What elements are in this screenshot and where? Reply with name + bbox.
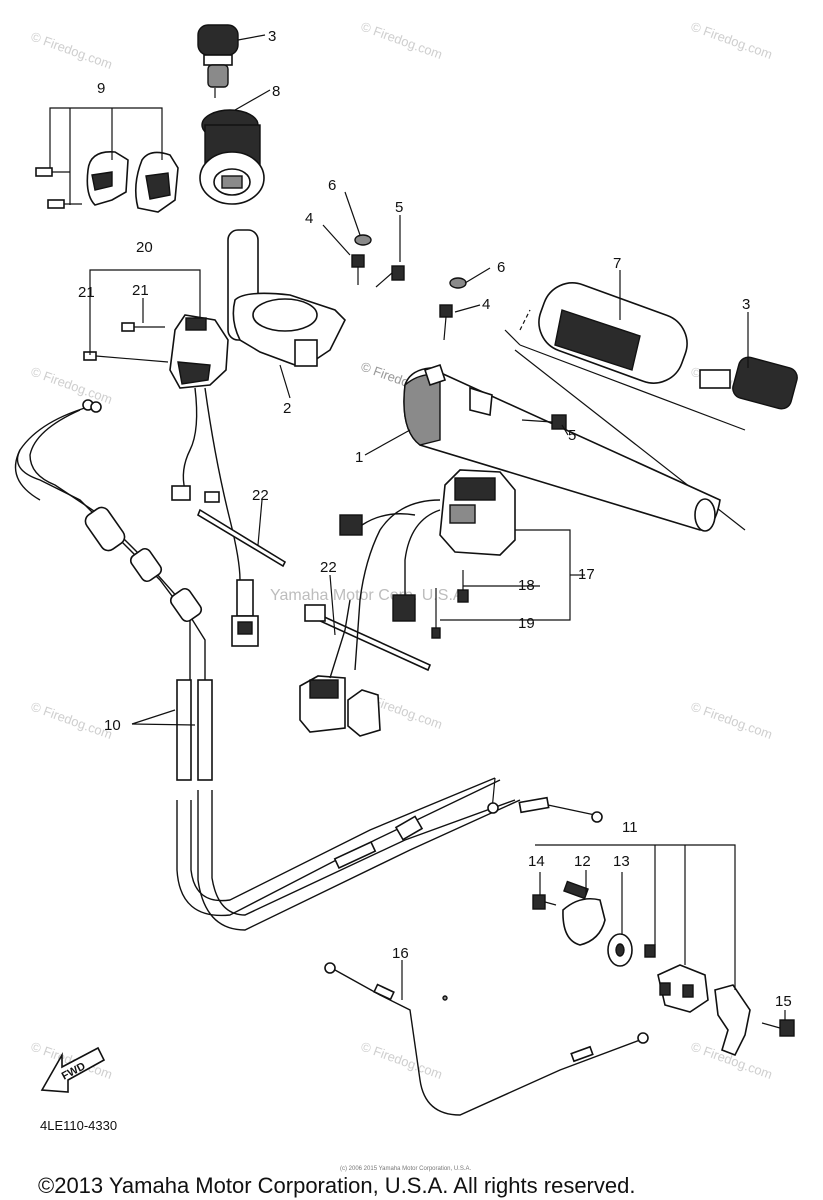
- callout-3: 3: [742, 296, 750, 313]
- callout-11: 11: [622, 819, 638, 836]
- part-code: 4LE110-4330: [40, 1118, 117, 1133]
- callout-17: 17: [578, 566, 595, 583]
- callout-4: 4: [305, 210, 313, 227]
- callout-13: 13: [613, 853, 630, 870]
- part-right-switch: [339, 469, 516, 671]
- part-cable-tie-right: [304, 604, 432, 672]
- copyright: ©2013 Yamaha Motor Corporation, U.S.A. A…: [38, 1173, 635, 1198]
- callout-4: 4: [482, 296, 490, 313]
- part-switch-housing-9: [35, 151, 179, 213]
- watermark: © Firedog.com: [359, 1039, 444, 1082]
- callout-22: 22: [252, 487, 269, 504]
- part-throttle-body-assy: [532, 880, 795, 1057]
- callout-10: 10: [104, 717, 121, 734]
- callout-19: 19: [518, 615, 535, 632]
- callout-9: 9: [97, 80, 105, 97]
- watermark: © Firedog.com: [29, 29, 114, 72]
- part-cable-tie-left: [197, 508, 287, 568]
- callout-20: 20: [136, 239, 153, 256]
- part-grip-7: [504, 282, 746, 431]
- callout-5: 5: [568, 427, 576, 444]
- watermark: © Firedog.com: [29, 364, 114, 407]
- part-screws-upper: [351, 234, 405, 288]
- watermark: © Firedog.com: [359, 19, 444, 62]
- callout-6: 6: [497, 259, 505, 276]
- part-throttle-grip: [199, 109, 265, 205]
- callout-14: 14: [528, 853, 545, 870]
- part-cable-16: [324, 962, 649, 1116]
- callout-1: 1: [355, 449, 363, 466]
- watermark: © Firedog.com: [689, 19, 774, 62]
- callout-16: 16: [392, 945, 409, 962]
- callout-5: 5: [395, 199, 403, 216]
- small-print: (c) 2006 2015 Yamaha Motor Corporation, …: [340, 1166, 472, 1172]
- part-bar-end-right: [699, 356, 798, 410]
- watermark: © Firedog.com: [29, 699, 114, 742]
- leader-lines: [49, 34, 786, 1020]
- part-connector-block: [299, 599, 381, 737]
- center-watermark: Yamaha Motor Corp. U.S.A.: [270, 587, 468, 604]
- callout-3: 3: [268, 28, 276, 45]
- watermark: © Firedog.com: [689, 699, 774, 742]
- callout-7: 7: [613, 255, 621, 272]
- part-throttle-cables: [14, 399, 603, 931]
- callout-8: 8: [272, 83, 280, 100]
- callout-18: 18: [518, 577, 535, 594]
- part-bar-end-top: [197, 24, 239, 98]
- callouts: 3 8 9 6 4 5 20 21 21 6 7 3 4 2 5 1 22 22…: [78, 28, 792, 1010]
- callout-6: 6: [328, 177, 336, 194]
- callout-22: 22: [320, 559, 337, 576]
- callout-15: 15: [775, 993, 792, 1010]
- callout-21: 21: [132, 282, 149, 299]
- part-throttle-pipe: [227, 229, 346, 367]
- callout-12: 12: [574, 853, 591, 870]
- part-left-switch: [83, 314, 259, 647]
- part-right-handlebar: [403, 309, 746, 532]
- callout-21: 21: [78, 284, 95, 301]
- callout-2: 2: [283, 400, 291, 417]
